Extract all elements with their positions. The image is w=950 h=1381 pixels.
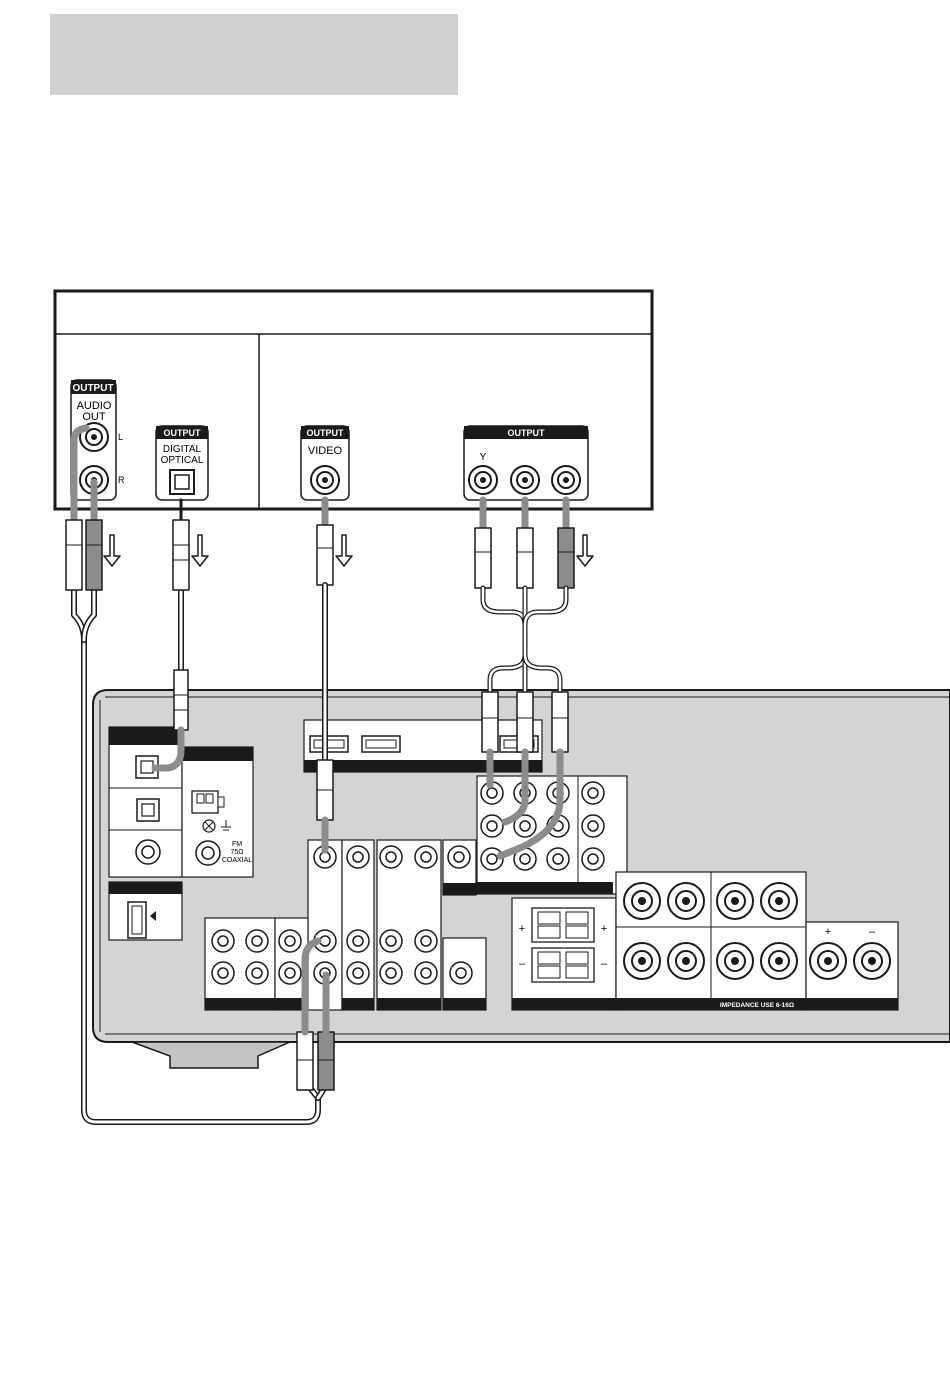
arrow-down-icon <box>192 535 208 566</box>
digital-label-2: OPTICAL <box>161 455 204 466</box>
arrow-down-icon <box>577 535 593 566</box>
component-jack-pr[interactable] <box>552 466 580 494</box>
speaker-plus-label-3: + <box>825 926 831 938</box>
hdmi-port-2[interactable] <box>362 736 400 752</box>
component-input-block <box>477 776 627 894</box>
port-block <box>109 882 182 940</box>
channel-left-label: L <box>118 432 123 442</box>
video-cable <box>317 500 333 850</box>
receiver-coaxial-jack[interactable] <box>136 840 160 864</box>
component-y-label: Y <box>480 452 487 463</box>
speaker-plus-label-2: + <box>601 923 607 935</box>
digital-output-badge: OUTPUT <box>164 428 202 438</box>
component-output-badge: OUTPUT <box>508 428 546 438</box>
speaker-minus-label-3: – <box>869 926 876 938</box>
component-out-group: OUTPUT Y <box>464 426 588 500</box>
component-jack-y[interactable] <box>469 466 497 494</box>
audio-out-label-2: OUT <box>82 411 106 423</box>
receiver-foot <box>132 1042 290 1068</box>
digital-optical-group: OUTPUT DIGITAL OPTICAL <box>156 426 208 500</box>
hdmi-port-1[interactable] <box>310 736 348 752</box>
arrow-down-icon <box>104 535 120 566</box>
antenna-label-fm: FM <box>232 841 242 848</box>
receiver-optical-jack-2[interactable] <box>137 799 159 821</box>
hdmi-strip <box>304 720 542 772</box>
speaker-minus-label-1: – <box>519 958 526 970</box>
speaker-minus-label-2: – <box>601 958 608 970</box>
antenna-block: FM 75Ω COAXIAL <box>182 747 253 877</box>
source-device-panel: OUTPUT AUDIO OUT L R OUTPUT DIGITAL OPTI… <box>55 291 652 509</box>
antenna-label-ohm: 75Ω <box>230 849 243 856</box>
digital-optical-jack[interactable] <box>170 470 194 494</box>
video-out-group: OUTPUT VIDEO <box>301 426 349 500</box>
digital-input-block <box>109 727 182 877</box>
digital-label-1: DIGITAL <box>163 444 202 455</box>
header-box <box>50 14 458 95</box>
video-output-badge: OUTPUT <box>307 428 345 438</box>
antenna-label-coaxial: COAXIAL <box>222 857 252 864</box>
port-slot[interactable] <box>128 902 146 938</box>
arrow-down-icon <box>336 535 352 566</box>
video-label: VIDEO <box>308 445 343 457</box>
channel-right-label: R <box>118 475 125 485</box>
impedance-label: IMPEDANCE USE 6-16Ω <box>720 1002 794 1009</box>
speaker-plus-label-1: + <box>519 923 525 935</box>
audio-output-badge: OUTPUT <box>72 383 113 394</box>
video-out-jack[interactable] <box>311 466 339 494</box>
component-jack-pb[interactable] <box>511 466 539 494</box>
fm-antenna-jack[interactable] <box>196 841 220 865</box>
